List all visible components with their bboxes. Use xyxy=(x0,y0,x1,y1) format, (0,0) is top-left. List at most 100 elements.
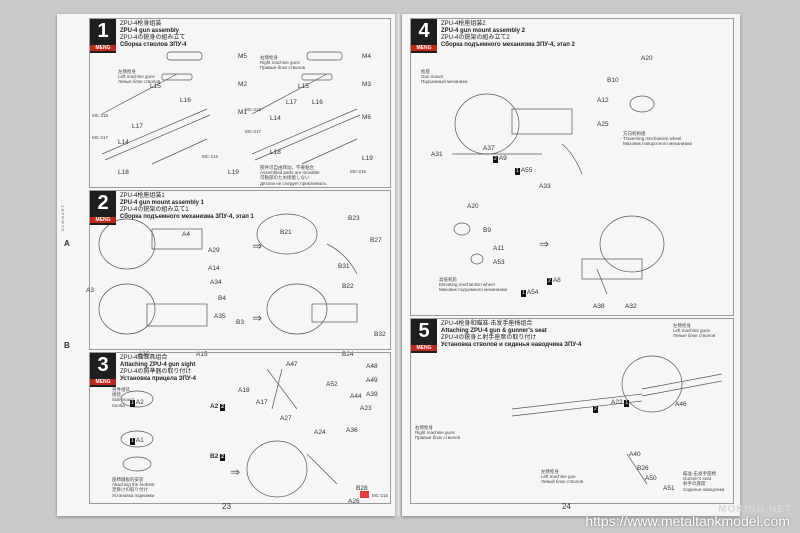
part-label: L19 xyxy=(228,169,239,176)
step-1-title: ZPU-4枪身组装 ZPU-4 gun assembly ZPU-4の銃身の組み… xyxy=(120,21,187,48)
part-label: B9 xyxy=(483,227,491,234)
part-label: A25 xyxy=(597,121,609,128)
part-label: A11 xyxy=(493,245,505,252)
part-label: A3 xyxy=(86,287,94,294)
part-label: A32 xyxy=(625,303,637,310)
paint-code: MC-217 xyxy=(92,135,109,140)
arrow-right-icon: ⇒ xyxy=(230,465,241,479)
part-label: B26 xyxy=(637,465,649,472)
step-5-title: ZPU-4枪身和瞄准-击发手座椅组合 Attaching ZPU-4 gun &… xyxy=(441,321,582,348)
part-label: M5 xyxy=(238,53,248,60)
paint-code: MC-215 xyxy=(372,493,389,498)
part-label: A20 xyxy=(641,55,653,62)
part-label: A35 xyxy=(214,313,226,320)
part-label: L19 xyxy=(362,155,373,162)
marker-b: B xyxy=(64,341,70,350)
paint-code: MC-215 xyxy=(202,154,219,159)
part-label: A50 xyxy=(645,475,657,482)
meng-logo: MENG xyxy=(90,217,116,223)
marker-2: 2 xyxy=(593,406,598,413)
book-gutter xyxy=(395,14,402,516)
part-label: L14 xyxy=(270,115,281,122)
page-number: 24 xyxy=(562,502,571,511)
left-page-artwork xyxy=(98,51,361,498)
part-label: M6 xyxy=(362,114,372,121)
step-3-title: ZPU-4瞄准具组合 Attaching ZPU-4 gun sight ZPU… xyxy=(120,355,196,382)
meng-logo: MENG xyxy=(90,45,116,51)
meng-logo: MENG xyxy=(411,345,437,351)
part-label: B24 xyxy=(342,351,354,358)
part-label: B23 xyxy=(348,215,360,222)
part-label: A52 xyxy=(326,381,338,388)
part-label: M1 xyxy=(238,109,248,116)
part-label: A14 xyxy=(208,265,220,272)
part-label: A44 xyxy=(350,393,362,400)
part-label: A18 xyxy=(238,387,250,394)
part-label: M3 xyxy=(362,81,372,88)
part-label: A26 xyxy=(348,498,360,505)
part-label: B27 xyxy=(370,237,382,244)
part-label: A46 xyxy=(675,401,687,408)
part-label: A36 xyxy=(346,427,358,434)
paint-code: MC-215 xyxy=(350,169,367,174)
page-number: 23 xyxy=(222,502,231,511)
part-label: L17 xyxy=(132,123,143,130)
part-label: B32 xyxy=(374,331,386,338)
part-label: A34 xyxy=(210,279,222,286)
part-marker-b2: B2 2 xyxy=(210,453,225,461)
paint-code: MC-215 xyxy=(245,107,262,112)
part-label: A30 xyxy=(138,351,150,358)
part-label: A23 xyxy=(360,405,372,412)
step-2-title: ZPU-4枪座组装1 ZPU-4 gun mount assembly 1 ZP… xyxy=(120,193,254,220)
part-label: B31 xyxy=(338,263,350,270)
part-label: M4 xyxy=(362,53,372,60)
part-label: A33 xyxy=(539,183,551,190)
right-page-artwork xyxy=(452,93,723,485)
part-label: A37 xyxy=(483,145,495,152)
part-label: A12 xyxy=(597,97,609,104)
part-label: A49 xyxy=(366,377,378,384)
arrow-right-icon: ⇒ xyxy=(252,239,263,253)
arrow-right-icon: ⇒ xyxy=(539,237,550,251)
part-label: A20 xyxy=(467,203,479,210)
part-label: B4 xyxy=(218,295,226,302)
part-label: A29 xyxy=(208,247,220,254)
part-label: A15 xyxy=(196,351,208,358)
meng-logo: MENG xyxy=(411,45,437,51)
part-label: L18 xyxy=(270,149,281,156)
part-label: A17 xyxy=(256,399,268,406)
part-label: B28 xyxy=(356,485,368,492)
watermark-url: https://www.metaltankmodel.com xyxy=(585,513,790,529)
part-label: L15 xyxy=(150,83,161,90)
arrow-right-icon: ⇒ xyxy=(252,311,263,325)
step-4-title: ZPU-4枪座组装2 ZPU-4 gun mount assembly 2 ZP… xyxy=(441,21,575,48)
part-label: A39 xyxy=(366,391,378,398)
part-label: B3 xyxy=(236,319,244,326)
part-label: A38 xyxy=(593,303,605,310)
marker-a: A xyxy=(64,239,70,248)
